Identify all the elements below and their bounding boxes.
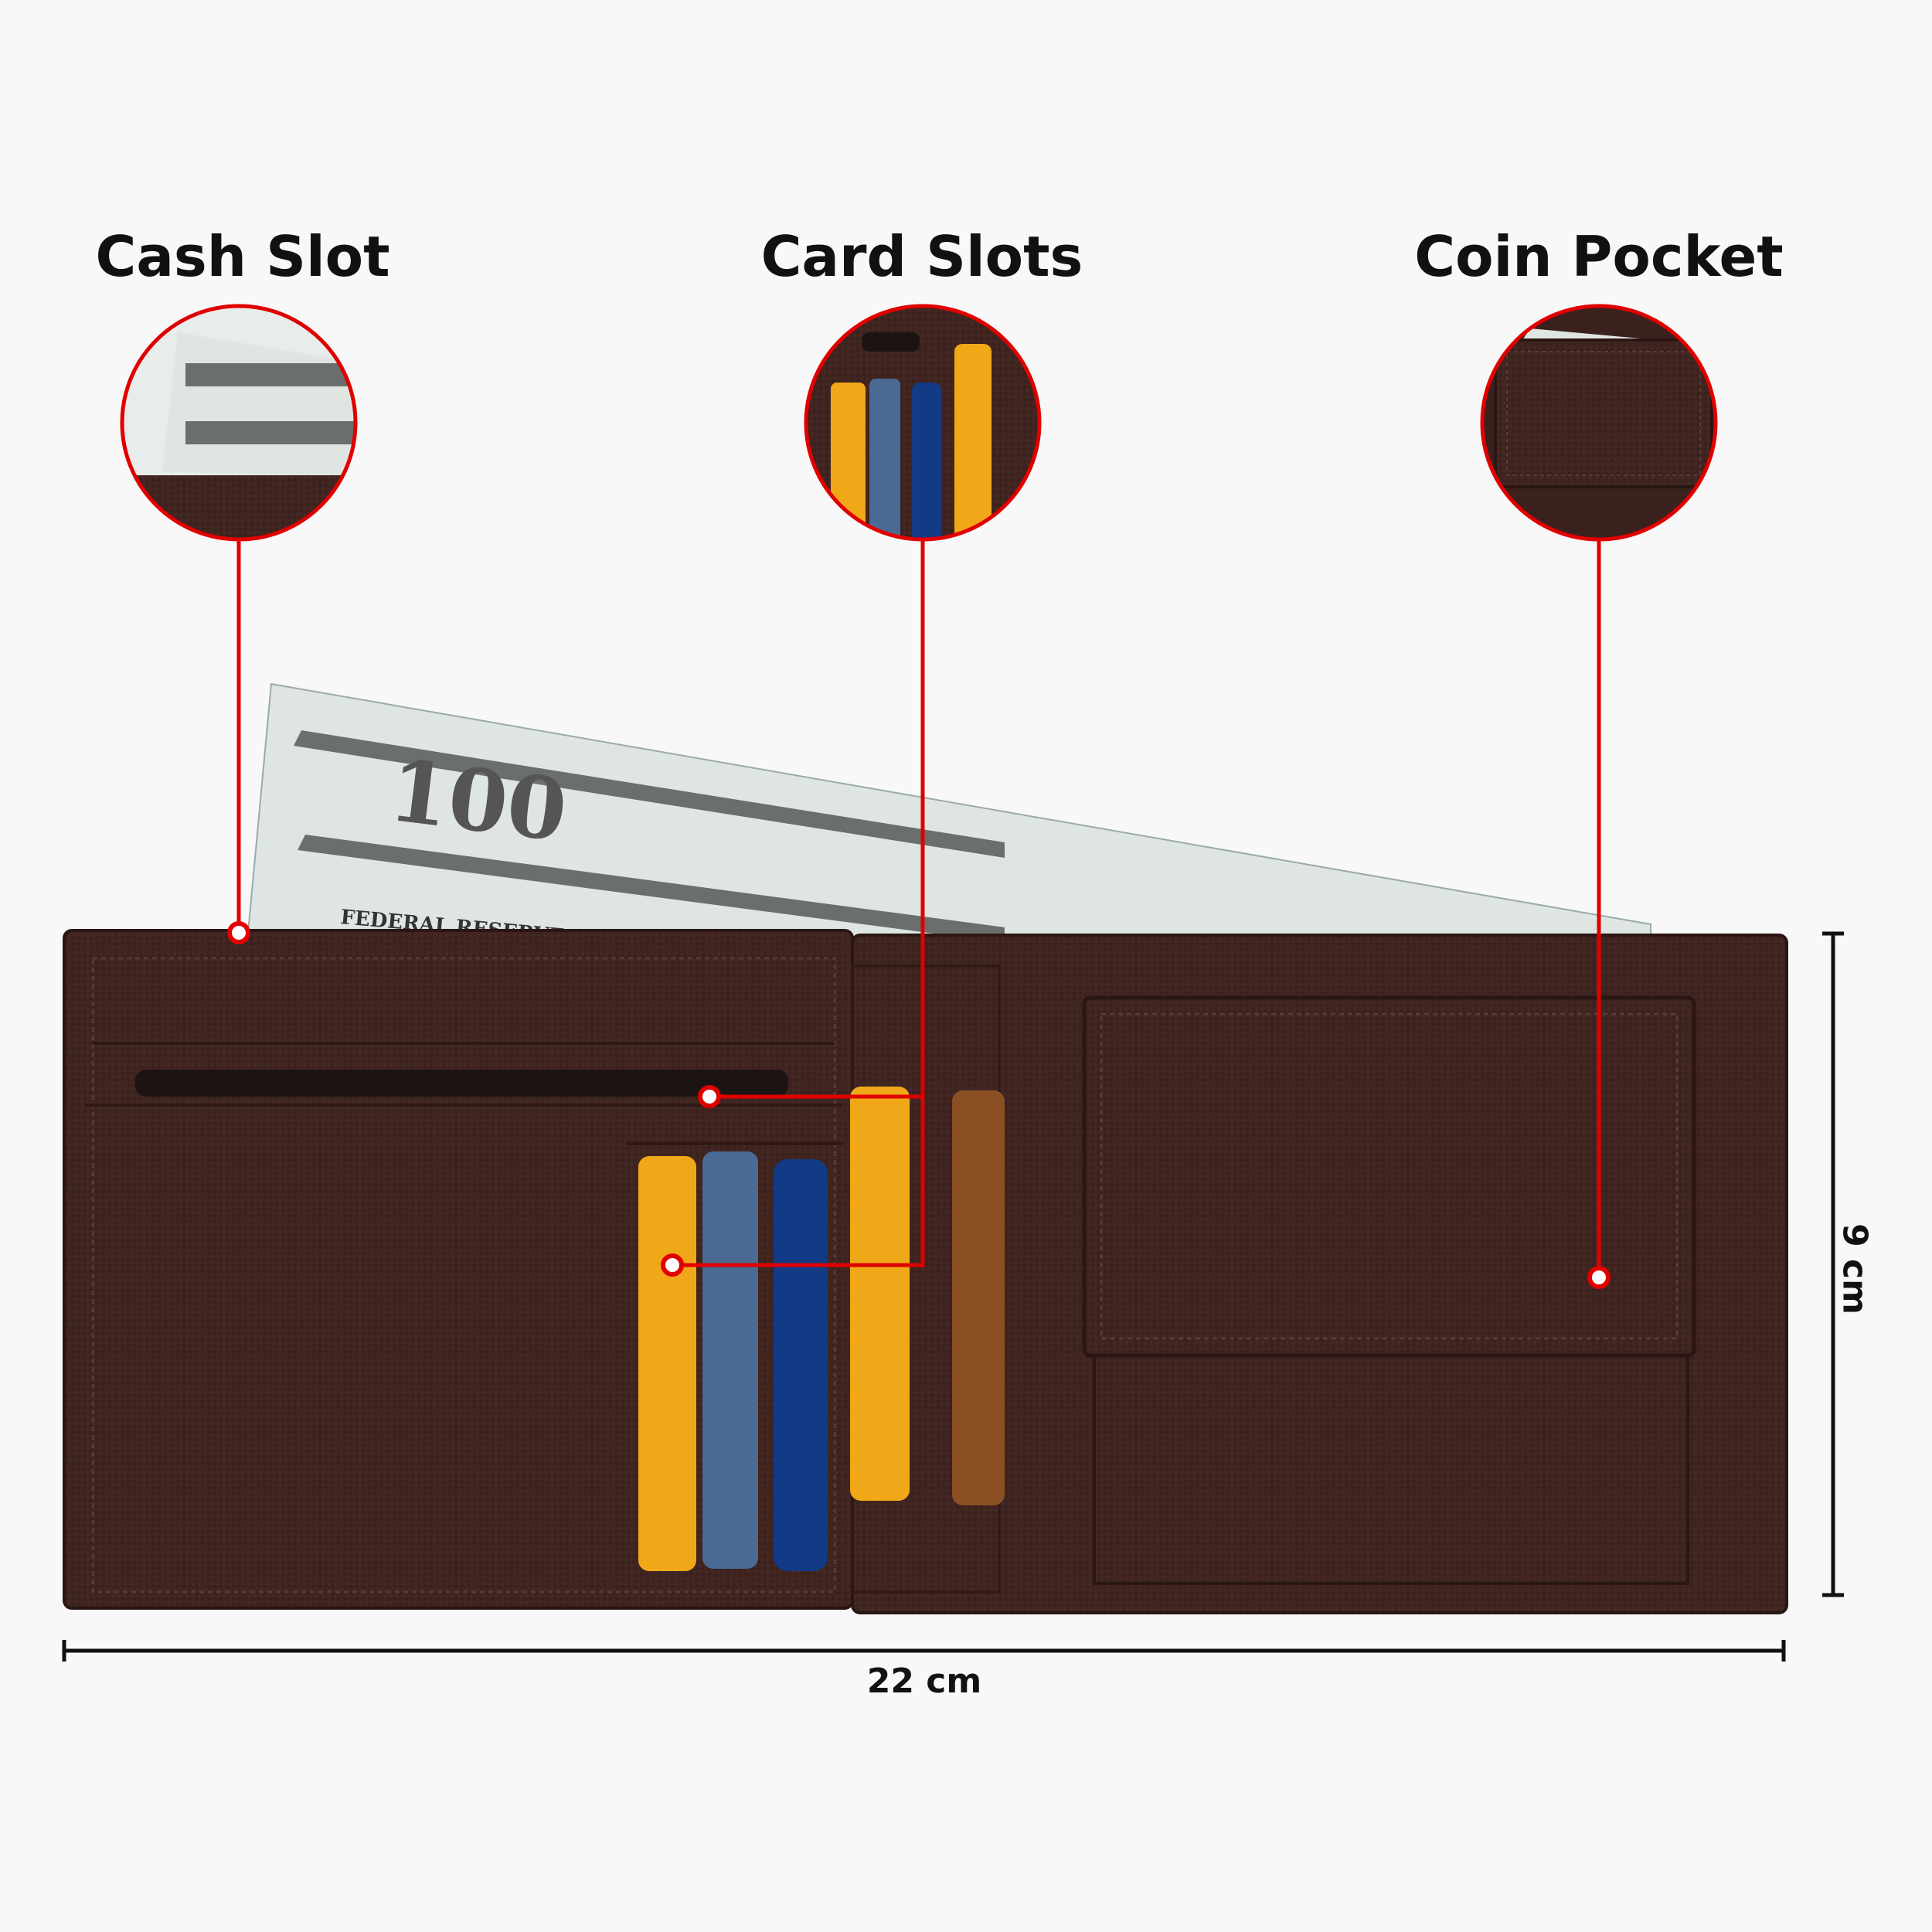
coin-pocket-zoom-circle	[1480, 304, 1718, 542]
card-slots-label: Card Slots	[760, 224, 1083, 289]
wallet	[63, 929, 1788, 1614]
coin-pocket-label: Coin Pocket	[1414, 224, 1784, 289]
callout-lines	[236, 539, 1601, 1277]
cash-slot-marker	[227, 921, 250, 944]
width-dimension-label: 22 cm	[866, 1662, 982, 1701]
cash-bills: FEDERAL RESERVE NOTE 100	[245, 682, 1651, 955]
callout-dots	[227, 921, 1611, 1289]
card-slots-zoom-circle	[804, 304, 1042, 542]
bill-denomination-text: 100	[384, 740, 573, 861]
card-slot-marker	[698, 1085, 721, 1108]
card-slot-marker	[661, 1253, 684, 1277]
width-dimension-line	[62, 1640, 1786, 1662]
cash-slot-label: Cash Slot	[95, 224, 390, 289]
coin-pocket	[1082, 995, 1696, 1585]
height-dimension-label: 9 cm	[1835, 1223, 1875, 1315]
coin-pocket-marker	[1587, 1266, 1611, 1289]
cash-slot-zoom-circle	[120, 304, 358, 542]
cash-slot-opening	[135, 1070, 788, 1097]
height-dimension-line	[1822, 931, 1844, 1597]
card-slots-callout-line	[672, 539, 925, 1267]
